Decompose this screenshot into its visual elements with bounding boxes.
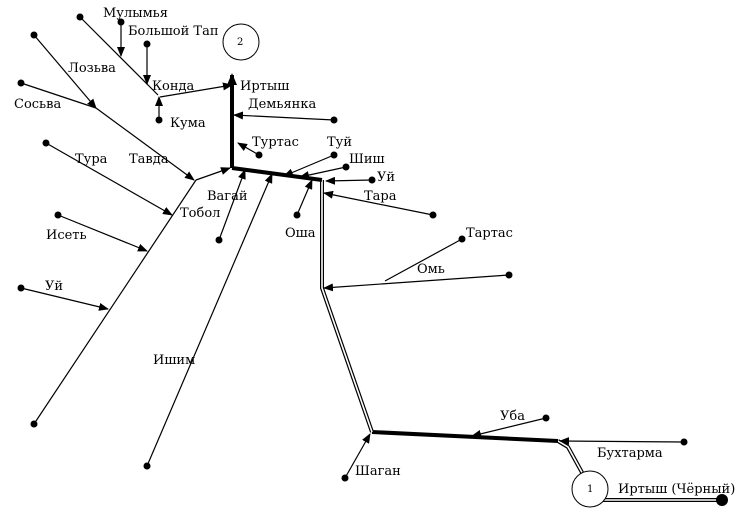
label-iset: Исеть [46, 228, 87, 243]
label-tobol: Тобол [180, 206, 220, 221]
label-vagay: Вагай [207, 189, 248, 204]
label-kuma: Кума [170, 116, 206, 131]
source-node-label: 1 [587, 484, 593, 495]
tura-river [45, 142, 173, 216]
label-tavda: Тавда [129, 152, 169, 167]
label-tuy: Туй [327, 135, 352, 150]
label-bukhtarma: Бухтарма [597, 446, 663, 461]
label-shagan: Шаган [355, 464, 401, 479]
label-lozva: Лозьва [68, 61, 116, 76]
tartas-river [384, 238, 463, 282]
label-uba: Уба [500, 409, 525, 424]
uy-left-river [20, 287, 109, 311]
vagay-river [218, 169, 246, 241]
shagan-river [344, 433, 371, 479]
tavda-river [95, 107, 195, 181]
sosva-river [20, 82, 97, 109]
tobol-to-irtysh [195, 167, 231, 181]
label-shish: Шиш [349, 152, 385, 167]
label-ishim: Ишим [153, 353, 195, 368]
label-sosva: Сосьва [14, 97, 61, 112]
label-tura: Тура [75, 152, 108, 167]
label-uy-right: Уй [377, 170, 395, 185]
tobol-river [33, 179, 197, 425]
mouth-node: 2 [222, 23, 260, 61]
tributaries [20, 16, 685, 479]
irtysh-main-stem [227, 73, 722, 502]
bukhtarma-river [559, 437, 685, 446]
river-source-dots [17, 13, 688, 482]
label-mulymya: Мулымья [103, 6, 168, 21]
demyanka-river [233, 111, 335, 121]
label-om: Омь [417, 262, 445, 277]
uy-right-river [325, 176, 373, 185]
label-demyanka: Демьянка [248, 97, 316, 112]
label-konda: Конда [152, 79, 195, 94]
tara-river [323, 190, 434, 216]
label-bolshoy-tap: Большой Тап [128, 24, 219, 39]
label-irtysh-black: Иртыш (Чёрный) [618, 482, 735, 497]
shish-river [299, 166, 347, 179]
river-labels: Мулымья Большой Тап Лозьва Конда Иртыш С… [14, 6, 735, 497]
source-node: 1 [571, 470, 728, 508]
label-osha: Оша [285, 226, 316, 241]
tuy-river [283, 154, 335, 177]
konda-river [159, 82, 233, 98]
iset-river [57, 214, 148, 252]
label-tartas: Тартас [466, 226, 513, 241]
osha-river [296, 179, 313, 216]
ishim-river [146, 173, 273, 467]
om-river [323, 274, 510, 292]
label-irtysh-top: Иртыш [240, 79, 289, 94]
label-turtas: Туртас [252, 135, 299, 150]
label-tara: Тара [364, 189, 397, 204]
lozva-river [33, 34, 97, 109]
turtas-river [237, 142, 260, 156]
mouth-node-label: 2 [237, 37, 243, 48]
label-uy-left: Уй [45, 279, 63, 294]
uba-river [471, 417, 547, 438]
